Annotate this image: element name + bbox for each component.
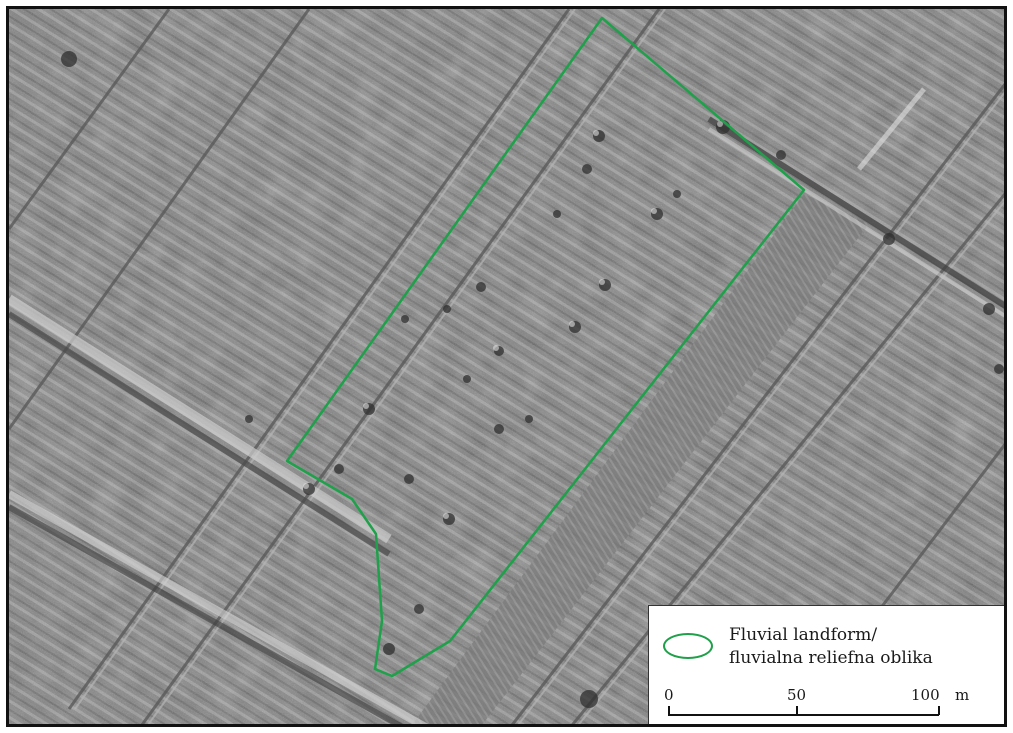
- scale-bar: [668, 714, 939, 716]
- fluvial-landform-outline[interactable]: [285, 16, 806, 678]
- vegetation-patches: [61, 51, 1004, 708]
- legend-label-line1: Fluvial landform/: [729, 625, 878, 645]
- vegetation-highlights: [303, 121, 723, 519]
- scale-tick-100: [938, 706, 940, 715]
- landform-legend-label: Fluvial landform/ fluvialna reliefna obl…: [729, 624, 933, 670]
- field-boundaries: [9, 9, 1004, 724]
- map-frame: Fluvial landform/ fluvialna reliefna obl…: [6, 6, 1007, 727]
- scale-label-50: 50: [787, 686, 807, 704]
- scale-tick-0: [668, 706, 670, 715]
- ploughed-strip: [412, 194, 869, 724]
- landform-legend-symbol: [663, 633, 713, 659]
- map-legend: Fluvial landform/ fluvialna reliefna obl…: [648, 605, 1004, 724]
- hillshade-map[interactable]: [9, 9, 1007, 727]
- legend-label-line2: fluvialna reliefna oblika: [729, 648, 933, 668]
- scale-label-100: 100: [911, 686, 940, 704]
- scale-tick-50: [796, 706, 798, 715]
- scale-label-0: 0: [664, 686, 674, 704]
- road-embankment: [9, 87, 1004, 724]
- scale-unit: m: [955, 686, 970, 704]
